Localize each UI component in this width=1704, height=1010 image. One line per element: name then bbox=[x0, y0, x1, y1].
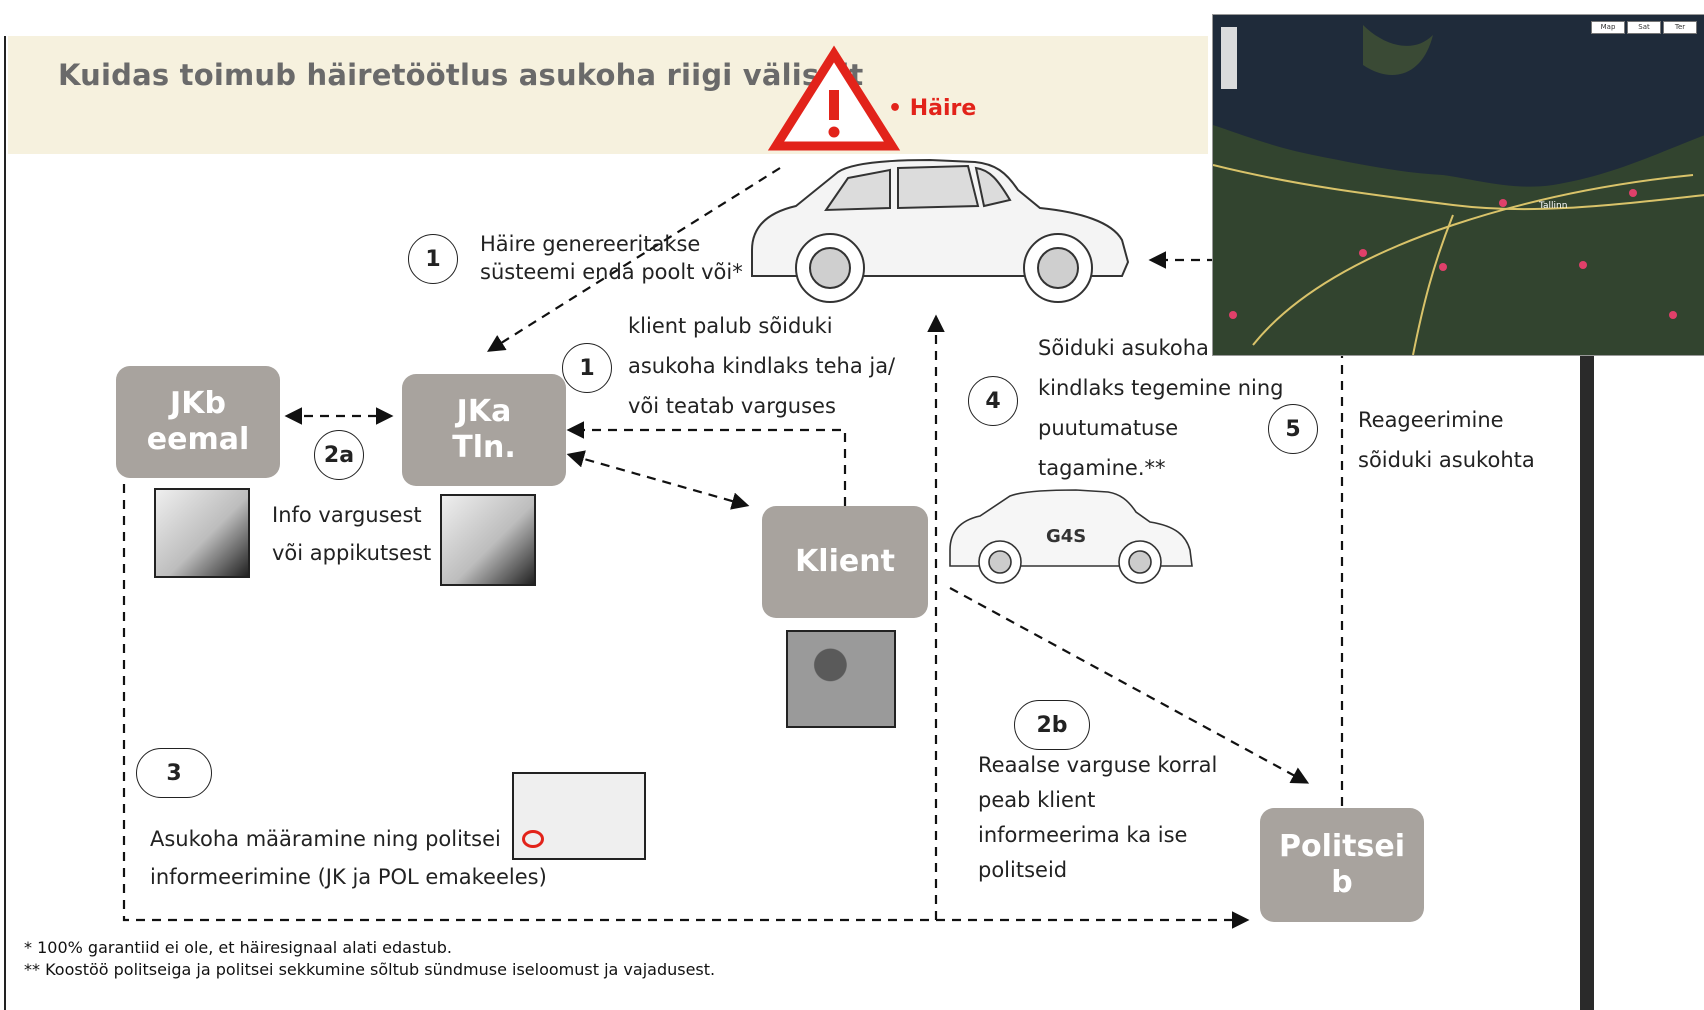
box-jkb: JKb eemal bbox=[116, 366, 280, 478]
car-illustration bbox=[751, 158, 1130, 303]
terrain-type-button[interactable]: Ter bbox=[1663, 21, 1697, 34]
step-number: 5 bbox=[1268, 404, 1318, 454]
operator-photo bbox=[154, 488, 250, 578]
step-number: 2a bbox=[314, 430, 364, 480]
step-number: 1 bbox=[408, 234, 458, 284]
map-inset[interactable]: Map Sat Ter Tallinn bbox=[1212, 14, 1704, 356]
box-politsei: Politsei b bbox=[1260, 808, 1424, 922]
footnote-2: ** Koostöö politseiga ja politsei sekkum… bbox=[24, 960, 716, 979]
security-car-illustration bbox=[949, 489, 1193, 584]
map-city-label: Tallinn bbox=[1539, 201, 1568, 211]
header-band bbox=[8, 36, 1208, 154]
step-number: 4 bbox=[968, 376, 1018, 426]
box-klient: Klient bbox=[762, 506, 928, 618]
alarm-label: • Häire bbox=[888, 96, 977, 121]
step-number: 3 bbox=[136, 748, 212, 798]
right-shadow bbox=[1580, 355, 1594, 1010]
step-number: 1 bbox=[562, 343, 612, 393]
step-number: 2b bbox=[1014, 700, 1090, 750]
footnote-1: * 100% garantiid ei ole, et häiresignaal… bbox=[24, 938, 452, 957]
operator-photo bbox=[440, 494, 536, 586]
left-border bbox=[4, 36, 6, 1010]
satellite-type-button[interactable]: Sat bbox=[1627, 21, 1661, 34]
arrow-jkb-to-politsei bbox=[122, 484, 1250, 929]
g4s-logo: G4S bbox=[1046, 526, 1087, 547]
warning-triangle-icon bbox=[767, 45, 901, 151]
map-type-button[interactable]: Map bbox=[1591, 21, 1625, 34]
map-image bbox=[1213, 15, 1704, 355]
location-pin-icon bbox=[522, 830, 544, 848]
arrow-jka-klient bbox=[566, 450, 750, 510]
box-jka: JKa Tln. bbox=[402, 374, 566, 486]
arrow-klient-to-jka bbox=[566, 421, 847, 506]
client-silhouette-photo bbox=[786, 630, 896, 728]
map-printout-thumbnail bbox=[512, 772, 646, 860]
arrow-klient-to-politsei bbox=[949, 587, 1310, 784]
diagram-title: Kuidas toimub häiretöötlus asukoha riigi… bbox=[58, 58, 864, 92]
